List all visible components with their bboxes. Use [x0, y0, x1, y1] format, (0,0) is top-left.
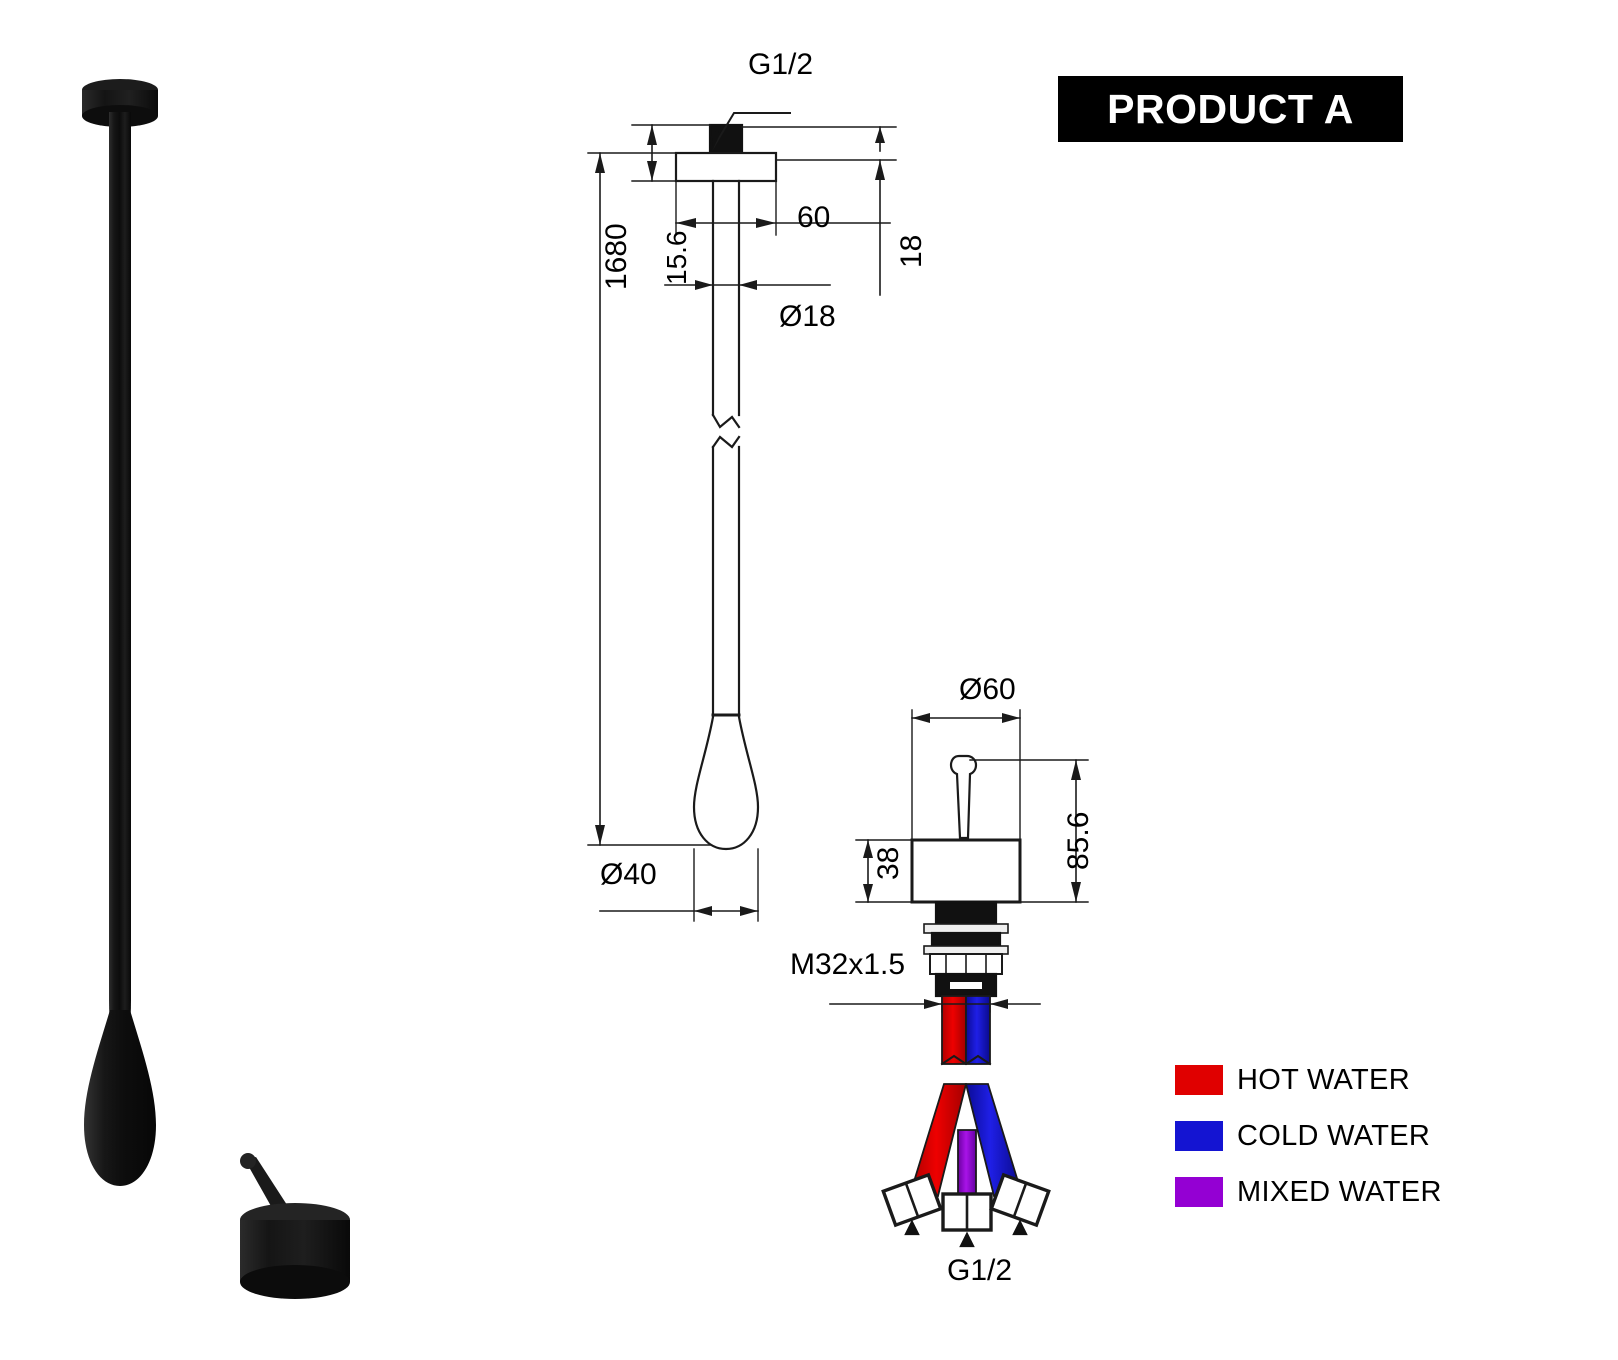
valve-body	[910, 838, 1022, 904]
valve-spacer	[930, 931, 1002, 948]
label-18: 18	[895, 234, 928, 268]
water-type-legend: HOT WATER COLD WATER MIXED WATER	[1175, 1052, 1442, 1220]
dim-m32-arrow-right	[990, 999, 1008, 1009]
legend-item-mixed-water: MIXED WATER	[1175, 1164, 1442, 1220]
dim-m32-arrow-left	[924, 999, 942, 1009]
dim-38-arrow-top	[863, 840, 873, 858]
g12-arrowhead	[708, 124, 724, 154]
cold-water-label: COLD WATER	[1237, 1119, 1431, 1152]
photo-valve-unit	[240, 1153, 350, 1299]
mixed-water-swatch	[1175, 1177, 1223, 1207]
valve-lever	[949, 754, 978, 840]
dim-d40-arrow-left	[694, 906, 712, 916]
dim-1680-arrow-bottom	[595, 825, 605, 845]
dim-1680-arrow-top	[595, 153, 605, 173]
label-1680: 1680	[600, 223, 633, 290]
hose-mixed-lower	[957, 1129, 977, 1201]
product-photo	[82, 79, 350, 1299]
valve-washer-upper	[923, 923, 1009, 934]
flange-plate	[674, 151, 778, 183]
label-g12-hoses: G1/2	[947, 1254, 1013, 1287]
label-38: 38	[872, 846, 905, 880]
dim-d18-arrow-right	[739, 280, 757, 290]
break-line-upper	[711, 413, 741, 429]
label-d60: Ø60	[959, 673, 1016, 706]
legend-item-cold-water: COLD WATER	[1175, 1108, 1442, 1164]
label-60: 60	[797, 201, 831, 234]
label-15-6: 15.6	[661, 230, 692, 286]
hose-fitting-cold	[989, 1172, 1051, 1236]
dim-38-arrow-bottom	[863, 884, 873, 902]
outlet-bulb-profile	[692, 715, 760, 851]
label-d40: Ø40	[600, 858, 657, 891]
product-title-badge: PRODUCT A	[1058, 76, 1403, 142]
dim-856-arrow-bottom	[1071, 882, 1081, 902]
legend-item-hot-water: HOT WATER	[1175, 1052, 1442, 1108]
lock-nut-knurl	[945, 953, 987, 975]
label-g12-inlet: G1/2	[748, 48, 814, 81]
hot-water-swatch	[1175, 1065, 1223, 1095]
dim-156-arrow-bottom	[647, 161, 657, 181]
dim-d60-arrow-right	[1002, 713, 1020, 723]
hose-hot-upper	[941, 995, 967, 1065]
label-m32: M32x1.5	[790, 948, 906, 981]
label-d18: Ø18	[779, 300, 836, 333]
g12-leader	[708, 112, 791, 155]
cold-water-swatch	[1175, 1121, 1223, 1151]
dim-856-arrow-top	[1071, 760, 1081, 780]
photo-ceiling-flange	[82, 79, 158, 127]
spout-technical-drawing	[587, 112, 897, 922]
break-line-lower	[711, 435, 741, 449]
dim-60-arrow-right	[756, 218, 776, 228]
product-title-label: PRODUCT A	[1107, 85, 1354, 132]
dim-d40-arrow-right	[740, 906, 758, 916]
photo-spout-tube	[109, 112, 131, 1050]
hose-fitting-hot	[881, 1172, 943, 1236]
dim-18-arrow-b	[875, 160, 885, 180]
dim-60-arrow-left	[676, 218, 696, 228]
valve-technical-drawing	[829, 709, 1089, 1248]
valve-base-slot	[950, 982, 982, 989]
dim-156-arrow-top	[647, 125, 657, 145]
dim-d18-arrow-left	[695, 280, 713, 290]
mixed-water-label: MIXED WATER	[1237, 1175, 1442, 1208]
valve-shank	[934, 900, 998, 926]
dim-18-arrow-a	[875, 127, 885, 143]
hose-hot-lower	[910, 1083, 968, 1198]
label-85-6: 85.6	[1062, 811, 1095, 870]
photo-spout-outlet	[84, 1010, 156, 1186]
hose-cold-upper	[965, 995, 991, 1065]
dim-d60-arrow-left	[912, 713, 930, 723]
hose-break-line	[940, 1054, 992, 1066]
hose-fitting-mixed	[941, 1192, 993, 1248]
hot-water-label: HOT WATER	[1237, 1063, 1410, 1096]
valve-washer-lower	[923, 945, 1009, 955]
